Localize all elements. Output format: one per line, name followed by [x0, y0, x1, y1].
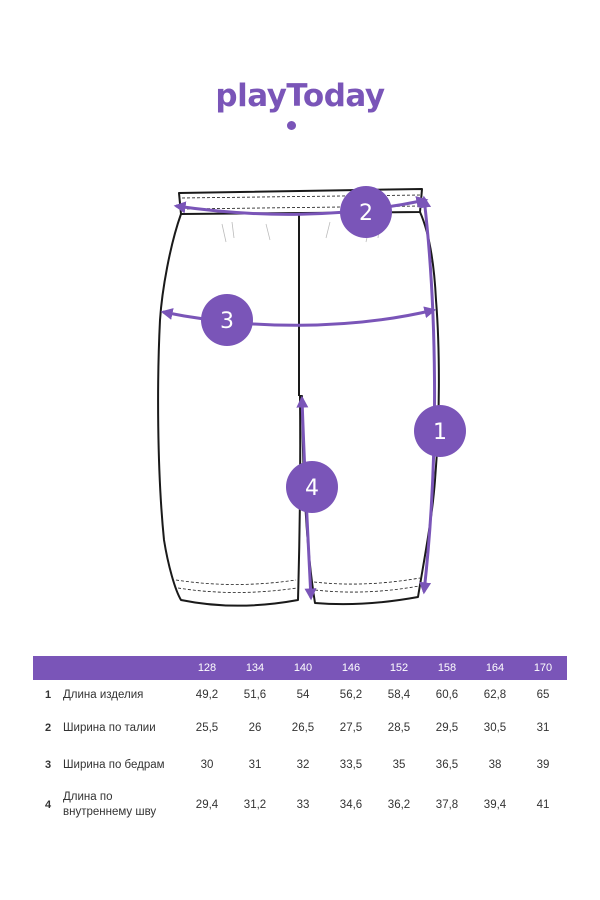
row-label: Длина изделия: [63, 688, 144, 701]
header-empty: [63, 656, 183, 680]
table-cell: 41: [536, 799, 550, 811]
table-cell: 28,5: [387, 722, 411, 734]
table-cell: 33,5: [339, 759, 363, 771]
size-header: 128: [183, 656, 231, 680]
table-cell: 51,6: [243, 689, 267, 701]
table-row: 4 Длина по внутреннему шву 29,4 31,2 33 …: [33, 784, 567, 826]
size-header: 164: [471, 656, 519, 680]
size-header: 170: [519, 656, 567, 680]
table-cell: 56,2: [339, 689, 363, 701]
header-empty: [33, 656, 63, 680]
size-header: 152: [375, 656, 423, 680]
row-index: 3: [45, 759, 52, 771]
table-cell: 26,5: [291, 722, 315, 734]
table-cell: 25,5: [195, 722, 219, 734]
svg-text:3: 3: [220, 309, 234, 334]
svg-text:1: 1: [433, 420, 447, 445]
marker-2: 2: [340, 186, 392, 238]
table-cell: 65: [536, 689, 550, 701]
table-cell: 54: [296, 689, 310, 701]
table-cell: 32: [296, 759, 310, 771]
table-cell: 34,6: [339, 799, 363, 811]
table-cell: 38: [488, 759, 502, 771]
table-cell: 31: [248, 759, 262, 771]
table-cell: 33: [296, 799, 310, 811]
marker-1: 1: [414, 405, 466, 457]
table-cell: 35: [392, 759, 406, 771]
table-cell: 39,4: [483, 799, 507, 811]
marker-3: 3: [201, 294, 253, 346]
table-cell: 29,4: [195, 799, 219, 811]
table-cell: 29,5: [435, 722, 459, 734]
table-cell: 49,2: [195, 689, 219, 701]
row-index: 4: [45, 799, 52, 811]
table-cell: 39: [536, 759, 550, 771]
marker-4: 4: [286, 461, 338, 513]
table-cell: 30,5: [483, 722, 507, 734]
table-cell: 36,5: [435, 759, 459, 771]
table-cell: 26: [248, 722, 262, 734]
table-row: 3 Ширина по бедрам 30 31 32 33,5 35 36,5…: [33, 746, 567, 784]
svg-text:4: 4: [305, 476, 319, 501]
hem-stitching: [175, 577, 421, 593]
table-cell: 30: [200, 759, 214, 771]
table-cell: 31,2: [243, 799, 267, 811]
arrow-length: [419, 195, 437, 595]
row-label: Ширина по бедрам: [63, 758, 165, 771]
row-index: 2: [45, 722, 52, 734]
table-cell: 31: [536, 722, 550, 734]
size-table: 128 134 140 146 152 158 164 170 1 Длина …: [33, 656, 567, 826]
table-cell: 27,5: [339, 722, 363, 734]
arrow-hips: [160, 306, 437, 327]
svg-text:2: 2: [359, 201, 373, 226]
size-header: 140: [279, 656, 327, 680]
shorts-measurement-diagram: 2 3 1 4: [157, 186, 466, 607]
arrow-waist: [173, 196, 429, 216]
size-header: 134: [231, 656, 279, 680]
size-header: 158: [423, 656, 471, 680]
size-header-row: 128 134 140 146 152 158 164 170: [33, 656, 567, 680]
table-cell: 58,4: [387, 689, 411, 701]
table-cell: 60,6: [435, 689, 459, 701]
table-row: 1 Длина изделия 49,2 51,6 54 56,2 58,4 6…: [33, 680, 567, 710]
brand-logo-dot: [287, 121, 296, 130]
table-cell: 37,8: [435, 799, 459, 811]
table-cell: 62,8: [483, 689, 507, 701]
row-label: Ширина по талии: [63, 721, 156, 734]
shorts-outline: [157, 188, 440, 607]
row-index: 1: [45, 689, 52, 701]
brand-logo: playToday: [215, 78, 385, 114]
table-cell: 36,2: [387, 799, 411, 811]
row-label: Длина по внутреннему шву: [63, 791, 157, 818]
size-header: 146: [327, 656, 375, 680]
table-row: 2 Ширина по талии 25,5 26 26,5 27,5 28,5…: [33, 710, 567, 746]
